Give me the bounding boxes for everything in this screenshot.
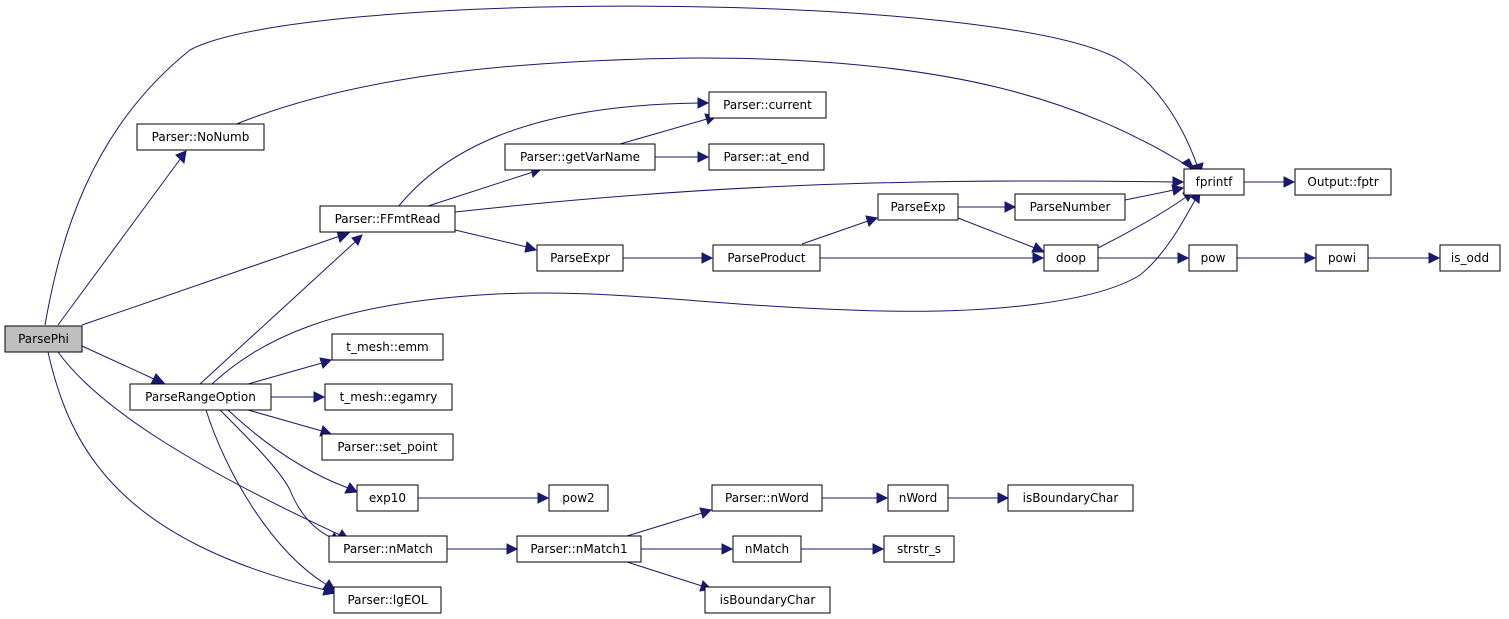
edge-parserange-egamry	[271, 391, 326, 403]
node-is-odd[interactable]: is_odd	[1439, 244, 1501, 272]
node-nword[interactable]: nWord	[887, 484, 949, 512]
node-pow2[interactable]: pow2	[548, 484, 609, 512]
svg-text:ParseProduct: ParseProduct	[727, 251, 805, 265]
svg-text:Output::fptr: Output::fptr	[1307, 175, 1378, 189]
node-parser-set-point[interactable]: Parser::set_point	[321, 433, 454, 461]
edge-parseexpr-parseproduct	[623, 252, 714, 264]
edge-exp10-pow2	[418, 492, 550, 504]
edge-parseexp-parsenumber	[958, 201, 1017, 213]
edge-parseproduct-parseexp	[801, 215, 879, 245]
node-parser-ffmtread[interactable]: Parser::FFmtRead	[319, 205, 456, 233]
svg-text:Parser::nWord: Parser::nWord	[725, 491, 809, 505]
edge-parserange-emm	[247, 357, 333, 385]
svg-text:Parser::at_end: Parser::at_end	[723, 150, 809, 164]
svg-text:pow2: pow2	[562, 491, 594, 505]
node-doop[interactable]: doop	[1043, 244, 1099, 272]
node-t-mesh-egamry[interactable]: t_mesh::egamry	[324, 383, 453, 411]
edge-nmatch1-isbc2	[626, 561, 713, 592]
edge-ffmtread-parseexpr	[454, 229, 538, 253]
node-isboundarychar-1[interactable]: isBoundaryChar	[1007, 484, 1134, 512]
node-parserangeoption[interactable]: ParseRangeOption	[129, 383, 272, 411]
edge-nword-isbc1	[948, 492, 1010, 504]
edge-nmatchf-strstr	[801, 543, 885, 555]
edge-nwordm-nword	[822, 492, 889, 504]
node-parser-current[interactable]: Parser::current	[708, 91, 827, 119]
svg-text:Parser::NoNumb: Parser::NoNumb	[152, 130, 250, 144]
call-graph-edges	[44, 5, 1441, 596]
svg-text:powi: powi	[1328, 251, 1356, 265]
node-output-fptr[interactable]: Output::fptr	[1294, 168, 1392, 196]
svg-text:Parser::nMatch: Parser::nMatch	[343, 542, 433, 556]
edge-ffmtread-getvarname	[424, 166, 543, 208]
edge-powi-isodd	[1368, 252, 1441, 264]
svg-text:isBoundaryChar: isBoundaryChar	[1023, 491, 1119, 505]
edge-parsenumber-fprintf	[1124, 184, 1185, 201]
edge-parserange-setpoint	[247, 409, 333, 437]
edge-parsephi-parserange	[81, 345, 166, 385]
node-parseexp[interactable]: ParseExp	[877, 193, 959, 221]
svg-text:ParseExp: ParseExp	[891, 200, 946, 214]
node-parseexpr[interactable]: ParseExpr	[536, 244, 624, 272]
node-fprintf[interactable]: fprintf	[1183, 168, 1245, 196]
node-parseproduct[interactable]: ParseProduct	[712, 244, 821, 272]
node-parser-nonumb[interactable]: Parser::NoNumb	[136, 123, 265, 151]
edge-ffmtread-fprintf	[454, 176, 1185, 213]
svg-text:nWord: nWord	[899, 491, 937, 505]
edge-parsephi-ffmtread	[81, 230, 351, 326]
node-parsephi[interactable]: ParsePhi	[4, 325, 83, 353]
node-parser-nmatch[interactable]: Parser::nMatch	[328, 535, 448, 563]
edge-parserange-lgeol	[205, 409, 336, 591]
svg-text:ParseRangeOption: ParseRangeOption	[145, 390, 256, 404]
node-powi[interactable]: powi	[1315, 244, 1369, 272]
svg-text:ParseNumber: ParseNumber	[1030, 200, 1111, 214]
svg-text:is_odd: is_odd	[1451, 251, 1489, 265]
svg-text:ParseExpr: ParseExpr	[550, 251, 610, 265]
node-t-mesh-emm[interactable]: t_mesh::emm	[331, 333, 444, 361]
svg-text:Parser::lgEOL: Parser::lgEOL	[347, 593, 427, 607]
edge-parsephi-nonumb	[57, 150, 187, 326]
svg-text:Parser::current: Parser::current	[723, 98, 812, 112]
node-pow[interactable]: pow	[1188, 244, 1238, 272]
node-parser-lgeol[interactable]: Parser::lgEOL	[333, 586, 442, 614]
svg-text:strstr_s: strstr_s	[897, 542, 941, 556]
svg-text:t_mesh::egamry: t_mesh::egamry	[340, 390, 438, 404]
node-parser-getvarname[interactable]: Parser::getVarName	[504, 143, 656, 171]
edge-nmatch1-nwordm	[626, 507, 713, 537]
node-parser-nmatch1[interactable]: Parser::nMatch1	[516, 535, 642, 563]
svg-text:t_mesh::emm: t_mesh::emm	[346, 340, 428, 354]
svg-text:Parser::getVarName: Parser::getVarName	[520, 150, 640, 164]
node-nmatch[interactable]: nMatch	[732, 535, 802, 563]
node-strstr-s[interactable]: strstr_s	[883, 535, 955, 563]
call-graph-nodes: ParsePhi Parser::NoNumb Parser::FFmtRead…	[4, 91, 1501, 614]
svg-text:exp10: exp10	[369, 491, 406, 505]
edge-getvarname-current	[619, 113, 718, 145]
edge-fprintf-fptr	[1244, 176, 1296, 188]
edge-pow-powi	[1237, 252, 1317, 264]
svg-text:fprintf: fprintf	[1196, 175, 1233, 189]
node-parser-at-end[interactable]: Parser::at_end	[708, 143, 825, 171]
edge-nmatch1-nmatchf	[641, 543, 734, 555]
edge-nmatch-nmatch1	[447, 543, 519, 555]
svg-text:pow: pow	[1201, 251, 1226, 265]
edge-parseproduct-doop	[820, 252, 1045, 264]
edge-parserange-ffmtread	[199, 234, 363, 385]
edge-parseexp-doop	[957, 217, 1046, 253]
svg-text:nMatch: nMatch	[745, 542, 789, 556]
node-isboundarychar-2[interactable]: isBoundaryChar	[704, 586, 831, 614]
node-parsenumber[interactable]: ParseNumber	[1014, 193, 1126, 221]
edge-nonumb-fprintf	[233, 57, 1197, 173]
node-exp10[interactable]: exp10	[356, 484, 419, 512]
svg-text:doop: doop	[1056, 251, 1086, 265]
edge-parserange-exp10	[227, 409, 358, 494]
svg-text:isBoundaryChar: isBoundaryChar	[720, 593, 816, 607]
node-parser-nword[interactable]: Parser::nWord	[711, 484, 823, 512]
svg-text:Parser::FFmtRead: Parser::FFmtRead	[335, 212, 441, 226]
edge-getvarname-atend	[655, 151, 710, 163]
svg-text:ParsePhi: ParsePhi	[18, 332, 69, 346]
svg-text:Parser::set_point: Parser::set_point	[337, 440, 438, 454]
edge-ffmtread-current	[397, 97, 710, 208]
edge-doop-pow	[1098, 252, 1190, 264]
svg-text:Parser::nMatch1: Parser::nMatch1	[530, 542, 627, 556]
